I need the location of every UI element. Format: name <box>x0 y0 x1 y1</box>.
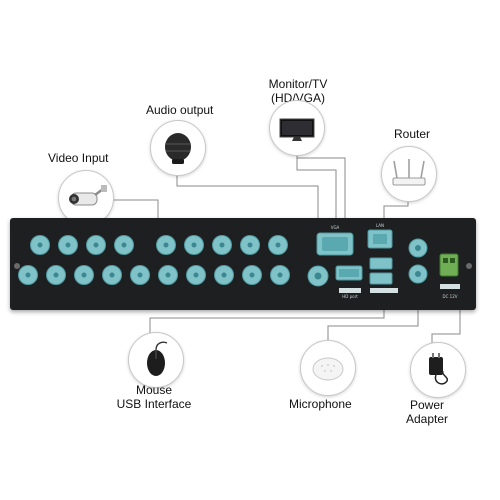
audio-output-label: Audio output <box>146 103 214 117</box>
microphone-icon <box>312 357 344 381</box>
hdmi-port <box>335 265 363 293</box>
vga-text: VGA <box>331 225 340 230</box>
router-circle <box>381 146 437 202</box>
screw-right <box>466 263 472 269</box>
hd-port-text: HD port <box>342 294 358 299</box>
usb-ports <box>369 257 398 293</box>
bnc-ports-bottom <box>18 265 290 285</box>
power-port <box>439 253 460 289</box>
power-adapter-icon <box>429 353 449 385</box>
screw-left <box>14 263 20 269</box>
monitor-circle <box>269 100 325 156</box>
video-input-label: Video Input <box>48 151 109 165</box>
power-adapter-label: Power Adapter <box>399 398 455 426</box>
audio-output-circle <box>150 120 206 176</box>
monitor-label-line1: Monitor/TV <box>268 77 328 91</box>
power-label-line2: Adapter <box>405 412 449 426</box>
lan-text: LAN <box>376 223 384 228</box>
video-input-circle <box>58 170 114 226</box>
power-label-line1: Power <box>409 398 444 412</box>
mic-in-port <box>408 238 428 284</box>
microphone-label: Microphone <box>289 397 352 411</box>
mouse-label-line1: Mouse <box>135 383 173 397</box>
mouse-label: Mouse USB Interface <box>104 383 204 411</box>
camera-icon <box>69 185 107 206</box>
mouse-label-line2: USB Interface <box>116 397 192 411</box>
dvr-back-panel: HD port LAN VGA DC 12V <box>10 218 476 310</box>
microphone-circle <box>300 340 356 396</box>
speaker-icon <box>165 133 191 164</box>
power-adapter-circle <box>410 342 466 398</box>
monitor-icon <box>279 118 315 141</box>
dvr-panel-ports: HD port LAN VGA DC 12V <box>14 223 472 299</box>
mouse-circle <box>128 332 184 388</box>
router-icon <box>392 159 426 186</box>
lan-port <box>367 229 393 249</box>
mouse-icon <box>147 341 168 376</box>
audio-out-port <box>307 265 329 287</box>
vga-port <box>316 232 354 256</box>
router-label: Router <box>394 127 431 141</box>
dc-text: DC 12V <box>443 294 458 299</box>
